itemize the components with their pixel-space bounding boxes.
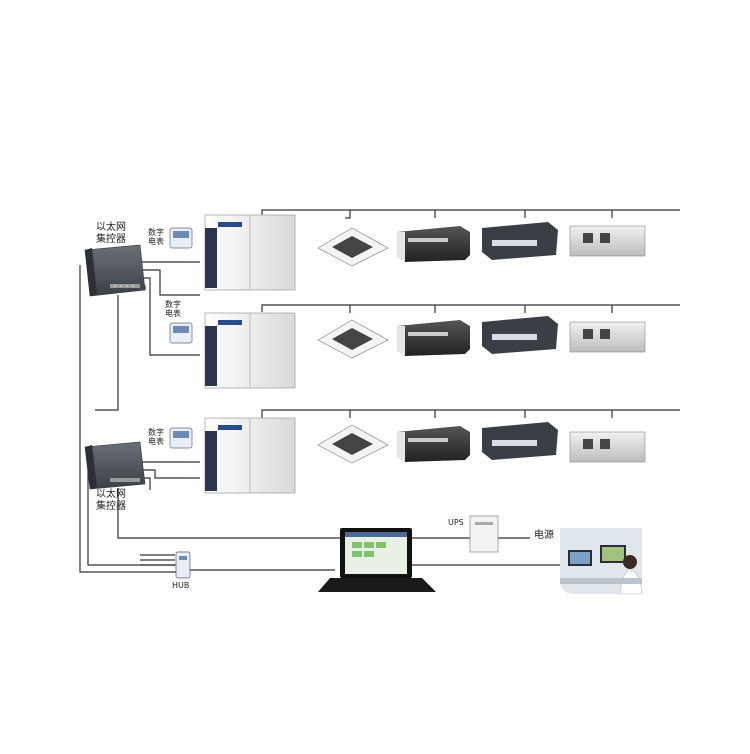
- outdoor-unit-1: [205, 215, 295, 290]
- meter-2-label-line1: 数字: [165, 300, 181, 309]
- meter-1-label-line2: 电表: [148, 237, 164, 246]
- meter-3-label-line2: 电表: [148, 437, 164, 446]
- meter-2-label: 数字 电表: [165, 300, 181, 318]
- ducted-ahu-row3: [570, 432, 645, 462]
- ethernet-controller-1: [85, 245, 145, 296]
- hub-label: HUB: [172, 581, 189, 590]
- outdoor-unit-3: [205, 418, 295, 493]
- hub-device: [176, 552, 190, 578]
- outdoor-unit-2: [205, 313, 295, 388]
- duct-unit-b-row3: [482, 422, 558, 460]
- meter-3-label-line1: 数字: [148, 428, 164, 437]
- digital-meter-3: [170, 428, 192, 448]
- ups-label: UPS: [448, 518, 464, 527]
- ethernet-controller-2: [85, 442, 145, 489]
- operator-workstation-image: [560, 528, 642, 594]
- duct-unit-b-row1: [482, 222, 558, 260]
- digital-meter-1: [170, 228, 192, 248]
- cassette-unit-row3: [318, 425, 388, 463]
- controller-1-label-line2: 集控器: [96, 234, 126, 246]
- ducted-ahu-row1: [570, 226, 645, 256]
- ups-unit: [470, 516, 498, 552]
- controller-2-label-line2: 集控器: [96, 501, 126, 513]
- controller-1-label: 以太网 集控器: [96, 222, 126, 245]
- wiring: [80, 210, 680, 572]
- digital-meter-2: [170, 323, 192, 343]
- duct-unit-b-row2: [482, 316, 558, 354]
- duct-unit-a-row1: [397, 226, 470, 262]
- meter-2-label-line2: 电表: [165, 309, 181, 318]
- duct-unit-a-row2: [397, 320, 470, 356]
- duct-unit-a-row3: [397, 426, 470, 462]
- cassette-unit-row2: [318, 320, 388, 358]
- meter-1-label: 数字 电表: [148, 228, 164, 246]
- meter-3-label: 数字 电表: [148, 428, 164, 446]
- controller-2-label-line1: 以太网: [96, 489, 126, 501]
- cassette-unit-row1: [318, 228, 388, 266]
- controller-1-label-line1: 以太网: [96, 222, 126, 234]
- controller-2-label: 以太网 集控器: [96, 489, 126, 512]
- ducted-ahu-row2: [570, 322, 645, 352]
- power-label: 电源: [534, 530, 554, 542]
- meter-1-label-line1: 数字: [148, 228, 164, 237]
